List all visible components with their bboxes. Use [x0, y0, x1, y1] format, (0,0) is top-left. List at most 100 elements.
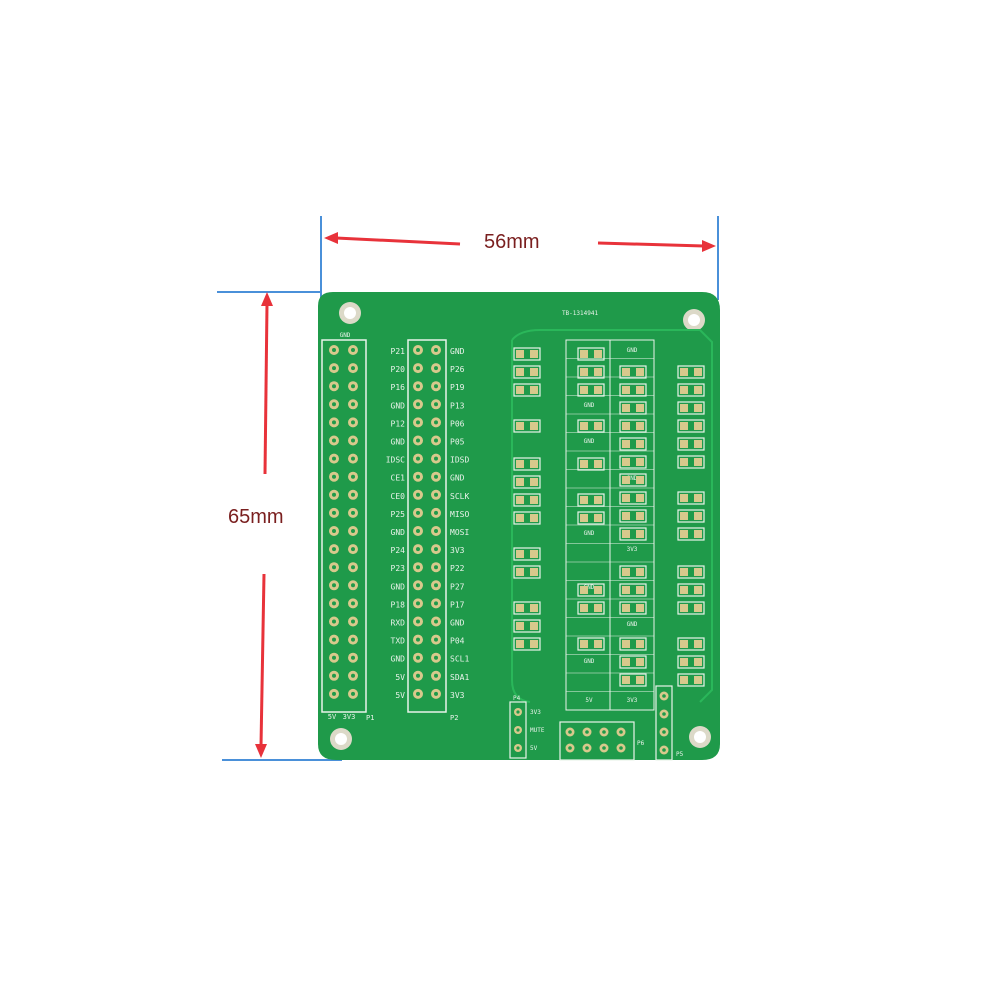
p1-pin [329, 526, 339, 536]
led-pad [619, 419, 647, 433]
p2-pin [431, 435, 441, 446]
left-header-labels: P21P20P16GNDP12GNDIDSCCE1CE0P25GNDP24P23… [386, 347, 405, 700]
width-dimension-label: 56mm [478, 231, 546, 254]
p2-pin [431, 562, 441, 573]
led-pad [577, 365, 605, 379]
p6-pin [599, 743, 609, 753]
p4-pins [514, 708, 522, 752]
right-header-label: 3V3 [450, 546, 465, 555]
p1-pin [329, 435, 339, 446]
led-pad [619, 365, 647, 379]
led-pad [619, 473, 647, 487]
p2-pin [413, 670, 423, 681]
resistor-pad [677, 401, 705, 415]
led-pad [619, 655, 647, 669]
resistor-pad [677, 419, 705, 433]
p2-pin [431, 417, 441, 428]
p2-pin [431, 345, 441, 355]
p2-pin [413, 489, 423, 500]
resistor-pad [677, 527, 705, 541]
p1-pin [348, 562, 358, 573]
p2-pin [431, 489, 441, 500]
p1-pin [329, 634, 339, 645]
p2-pin [431, 544, 441, 555]
p1-pin [348, 399, 358, 410]
led-pad [513, 365, 541, 379]
p1-pin [348, 580, 358, 591]
p2-pin [431, 580, 441, 591]
led-pad [577, 637, 605, 651]
left-header-label: P20 [391, 365, 406, 374]
led-pad [577, 493, 605, 507]
p2-pin [413, 471, 423, 482]
right-header-label: P27 [450, 582, 465, 591]
p1-ref: P1 [366, 714, 374, 722]
p2-pin [431, 652, 441, 663]
p1-pin [329, 363, 339, 374]
led-pad [513, 457, 541, 471]
left-header-label: P16 [391, 383, 406, 392]
p2-header-outline [407, 339, 447, 713]
p2-pin [413, 363, 423, 374]
p2-pin [431, 399, 441, 410]
smd-pads [513, 347, 705, 687]
p2-ref: P2 [450, 714, 458, 722]
led-pad [619, 583, 647, 597]
p1-pin [348, 652, 358, 663]
led-pad [619, 401, 647, 415]
right-header-label: SDA1 [450, 673, 469, 682]
led-pad [577, 383, 605, 397]
p6-pin [616, 727, 626, 737]
p1-pin [348, 616, 358, 627]
center-label: 3V3 [627, 697, 638, 704]
p6-pin [565, 727, 575, 737]
led-pad [619, 437, 647, 451]
led-pad [619, 491, 647, 505]
led-pad [619, 673, 647, 687]
p2-pin [413, 580, 423, 591]
left-header-label: RXD [391, 619, 406, 628]
led-pad [619, 455, 647, 469]
p4-header-outline [509, 701, 527, 759]
led-pad [513, 547, 541, 561]
right-header-label: P13 [450, 401, 465, 410]
p1-pin [348, 435, 358, 446]
center-label: GND [627, 347, 638, 354]
right-header-label: SCLK [450, 492, 469, 501]
p2-pin [431, 381, 441, 392]
left-header-label: CE1 [391, 474, 406, 483]
p6-ref: P6 [637, 740, 645, 747]
p1-pin [348, 526, 358, 536]
p1-pin [329, 417, 339, 428]
resistor-pad [677, 365, 705, 379]
resistor-pad [677, 601, 705, 615]
height-dimension-label: 65mm [222, 506, 290, 529]
p4-label-mute: MUTE [530, 727, 545, 734]
left-header-label: GND [391, 582, 406, 591]
p2-pin [413, 417, 423, 428]
p2-pin [413, 598, 423, 609]
left-header-label: 5V [395, 673, 405, 682]
p6-pin [599, 727, 609, 737]
resistor-pad [677, 565, 705, 579]
p5-header-outline [655, 685, 673, 761]
right-header-label: P06 [450, 419, 465, 428]
p1-header-pins [329, 345, 358, 699]
p1-bottom-label-3v3: 3V3 [343, 713, 356, 721]
p5-pin [659, 709, 669, 719]
p1-pin [348, 634, 358, 645]
right-header-label: GND [450, 474, 465, 483]
right-header-labels: GNDP26P19P13P06P05IDSDGNDSCLKMISOMOSI3V3… [450, 347, 469, 700]
left-header-label: P24 [391, 546, 406, 555]
center-label: GND [584, 658, 595, 665]
p5-ref: P5 [676, 751, 684, 758]
p4-ref: P4 [513, 695, 521, 702]
led-pad [577, 457, 605, 471]
p1-bottom-label-5v: 5V [328, 713, 337, 721]
p1-pin [329, 453, 339, 464]
p1-pin [348, 598, 358, 609]
p2-pin [413, 616, 423, 627]
p1-pin [329, 616, 339, 627]
led-pad [513, 475, 541, 489]
